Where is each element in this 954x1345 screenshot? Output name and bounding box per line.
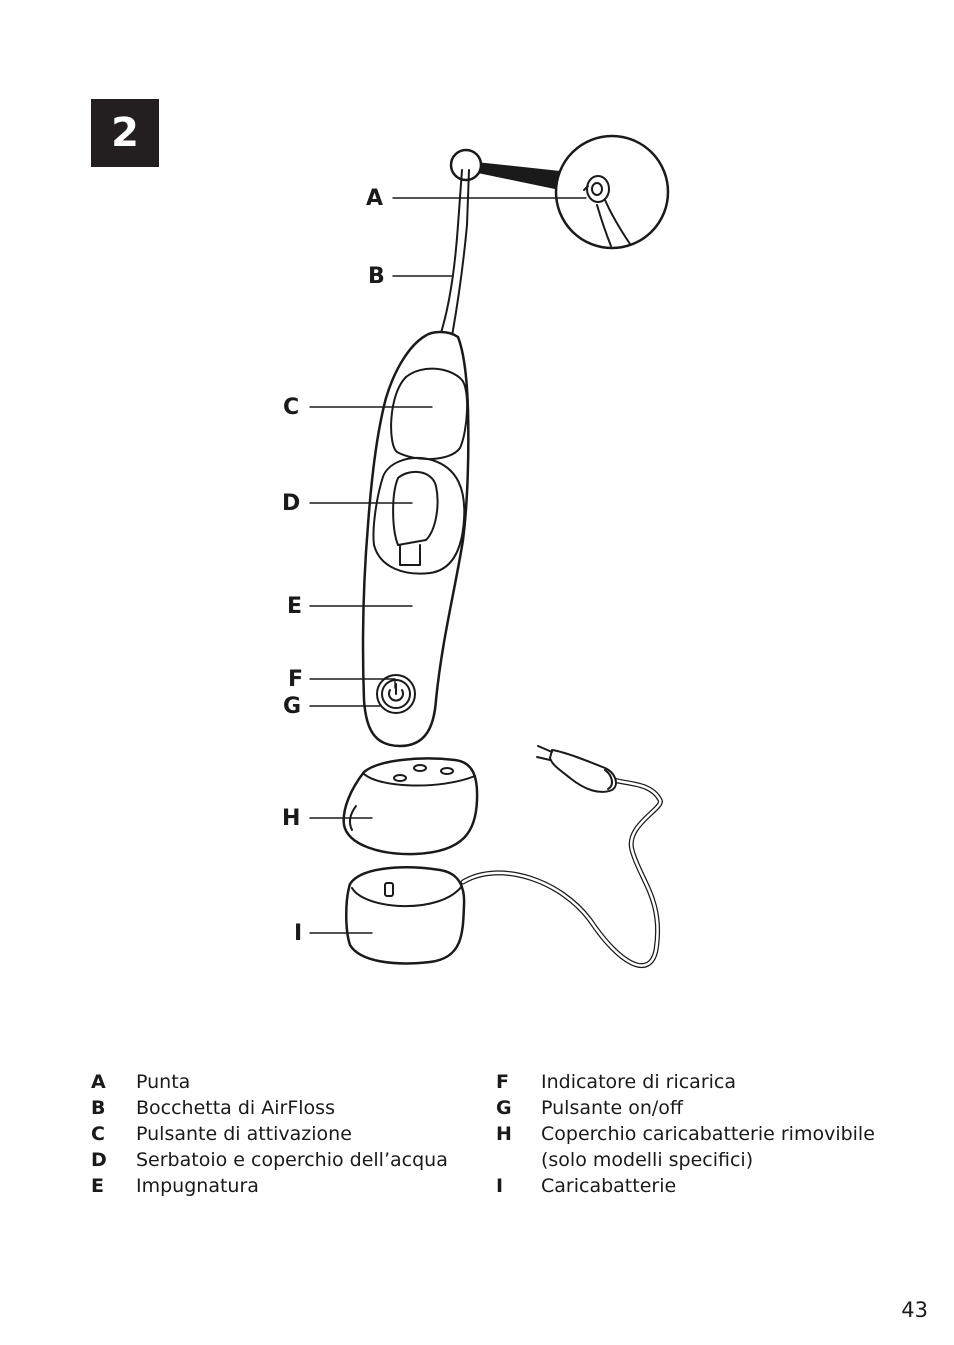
airfloss-nozzle-shape [439, 169, 470, 337]
legend-text: Caricabatterie [541, 1175, 677, 1197]
legend-text: Indicatore di ricarica [541, 1071, 737, 1093]
legend-text: Pulsante di attivazione [136, 1123, 352, 1145]
page-number: 43 [901, 1298, 928, 1322]
reservoir-window-shape [392, 470, 439, 546]
legend-item: C Pulsante di attivazione [91, 1121, 471, 1147]
legend-text: (solo modelli specifici) [541, 1149, 754, 1171]
legend-text: Bocchetta di AirFloss [136, 1097, 335, 1119]
tip-detail-icon [583, 175, 631, 247]
legend-key: G [496, 1097, 512, 1119]
callout-b: B [368, 264, 385, 289]
legend-key [496, 1147, 541, 1173]
callout-leader-lines [309, 197, 587, 934]
legend-item: G Pulsante on/off [496, 1095, 916, 1121]
legend-key: F [496, 1071, 509, 1093]
legend-key: A [91, 1071, 106, 1093]
airfloss-diagram: A B C D E F G H I [282, 134, 670, 969]
callout-a: A [366, 186, 383, 211]
charger-base-shape [345, 866, 466, 965]
step-number-badge: 2 [91, 99, 159, 167]
legend-item: H Coperchio caricabatterie rimovibile [496, 1121, 916, 1147]
callout-f: F [288, 667, 303, 692]
legend-key: H [496, 1123, 512, 1145]
magnifier-wedge [475, 162, 561, 189]
legend-left-column: A Punta B Bocchetta di AirFloss C Pulsan… [91, 1069, 471, 1199]
tip-small-circle [449, 148, 483, 182]
power-button-icon [376, 674, 416, 714]
legend-text: Punta [136, 1071, 191, 1093]
legend-key: I [496, 1175, 504, 1197]
legend-text: Serbatoio e coperchio dell’acqua [136, 1149, 448, 1171]
power-cord-shape [460, 775, 663, 969]
legend-item: D Serbatoio e coperchio dell’acqua [91, 1147, 471, 1173]
legend-key: C [91, 1123, 105, 1145]
callout-g: G [283, 694, 301, 719]
legend-item: A Punta [91, 1069, 471, 1095]
legend-item: I Caricabatterie [496, 1173, 916, 1199]
tip-magnifier-circle [554, 134, 670, 250]
callout-i: I [294, 921, 302, 946]
legend-right-column: F Indicatore di ricarica G Pulsante on/o… [496, 1069, 916, 1199]
reservoir-outer-shape [372, 457, 466, 575]
activation-button-shape [390, 367, 469, 461]
charger-cover-shape [342, 757, 479, 856]
legend-text: Pulsante on/off [541, 1097, 683, 1119]
legend-item: F Indicatore di ricarica [496, 1069, 916, 1095]
legend-item: (solo modelli specifici) [496, 1147, 916, 1173]
legend-key: B [91, 1097, 106, 1119]
callout-d: D [282, 491, 300, 516]
legend-key: E [91, 1175, 104, 1197]
legend-text: Impugnatura [136, 1175, 259, 1197]
legend-text: Coperchio caricabatterie rimovibile [541, 1123, 875, 1145]
legend-key: D [91, 1149, 107, 1171]
callout-h: H [282, 806, 300, 831]
legend-item: E Impugnatura [91, 1173, 471, 1199]
plug-icon [536, 745, 617, 793]
callout-c: C [283, 395, 299, 420]
callout-e: E [287, 594, 302, 619]
legend-item: B Bocchetta di AirFloss [91, 1095, 471, 1121]
